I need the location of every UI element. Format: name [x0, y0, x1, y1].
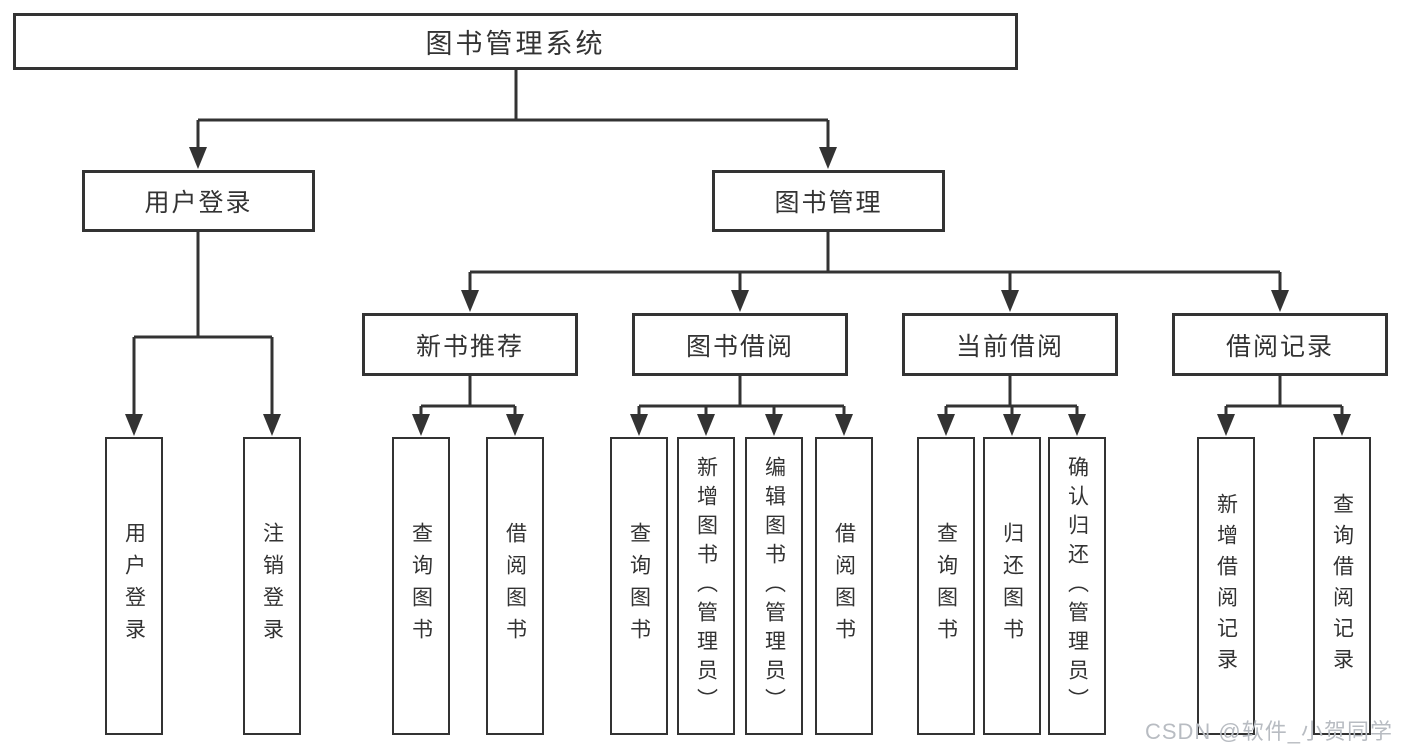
- node-label: 图书管理: [774, 189, 883, 217]
- node-label: 归还图书: [1000, 522, 1024, 650]
- node-label: 编辑图书（管理员）: [762, 455, 786, 717]
- arrowhead-icon: [1001, 290, 1019, 312]
- arrowhead-icon: [125, 414, 143, 436]
- node-label: 借阅图书: [503, 522, 527, 650]
- arrowhead-icon: [835, 414, 853, 436]
- node-label: 借阅记录: [1225, 332, 1334, 361]
- arrowhead-icon: [630, 414, 648, 436]
- node-label: 当前借阅: [955, 332, 1064, 361]
- node-label: 查询借阅记录: [1330, 493, 1354, 679]
- node-leaf-br-query-record: 查询借阅记录: [1313, 437, 1371, 735]
- node-leaf-user-login: 用户登录: [105, 437, 163, 735]
- arrowhead-icon: [263, 414, 281, 436]
- arrowhead-icon: [461, 290, 479, 312]
- node-label: 新增借阅记录: [1214, 493, 1238, 679]
- node-user-login: 用户登录: [82, 170, 315, 232]
- node-library-management-system: 图书管理系统: [13, 13, 1018, 70]
- node-label: 图书管理系统: [425, 29, 606, 59]
- node-leaf-bb-query-books: 查询图书: [610, 437, 668, 735]
- node-label: 用户登录: [144, 189, 253, 217]
- arrowhead-icon: [697, 414, 715, 436]
- node-leaf-nb-borrow-books: 借阅图书: [486, 437, 544, 735]
- node-leaf-cb-query-books: 查询图书: [917, 437, 975, 735]
- node-label: 借阅图书: [832, 522, 856, 650]
- node-label: 新书推荐: [415, 332, 524, 361]
- arrowhead-icon: [1068, 414, 1086, 436]
- node-leaf-br-add-record: 新增借阅记录: [1197, 437, 1255, 735]
- node-leaf-cb-confirm-return-admin: 确认归还（管理员）: [1048, 437, 1106, 735]
- arrowhead-icon: [1003, 414, 1021, 436]
- node-current-borrowing: 当前借阅: [902, 313, 1118, 376]
- node-label: 注销登录: [260, 522, 284, 650]
- arrowhead-icon: [189, 147, 207, 169]
- arrowhead-icon: [506, 414, 524, 436]
- arrowheads: [125, 147, 1351, 436]
- node-leaf-logout: 注销登录: [243, 437, 301, 735]
- node-label: 查询图书: [627, 522, 651, 650]
- node-leaf-nb-query-books: 查询图书: [392, 437, 450, 735]
- node-borrowing-records: 借阅记录: [1172, 313, 1388, 376]
- node-label: 新增图书（管理员）: [694, 455, 718, 717]
- arrowhead-icon: [1217, 414, 1235, 436]
- node-new-book-recommend: 新书推荐: [362, 313, 578, 376]
- arrowhead-icon: [1333, 414, 1351, 436]
- arrowhead-icon: [819, 147, 837, 169]
- node-book-management: 图书管理: [712, 170, 945, 232]
- arrowhead-icon: [765, 414, 783, 436]
- node-leaf-bb-edit-books-admin: 编辑图书（管理员）: [745, 437, 803, 735]
- arrowhead-icon: [412, 414, 430, 436]
- node-leaf-bb-borrow-books: 借阅图书: [815, 437, 873, 735]
- node-book-borrowing: 图书借阅: [632, 313, 848, 376]
- node-label: 查询图书: [409, 522, 433, 650]
- node-label: 查询图书: [934, 522, 958, 650]
- node-label: 图书借阅: [685, 332, 794, 361]
- arrowhead-icon: [937, 414, 955, 436]
- node-leaf-bb-add-books-admin: 新增图书（管理员）: [677, 437, 735, 735]
- arrowhead-icon: [731, 290, 749, 312]
- node-label: 确认归还（管理员）: [1065, 455, 1089, 717]
- node-label: 用户登录: [122, 522, 146, 650]
- node-leaf-cb-return-books: 归还图书: [983, 437, 1041, 735]
- arrowhead-icon: [1271, 290, 1289, 312]
